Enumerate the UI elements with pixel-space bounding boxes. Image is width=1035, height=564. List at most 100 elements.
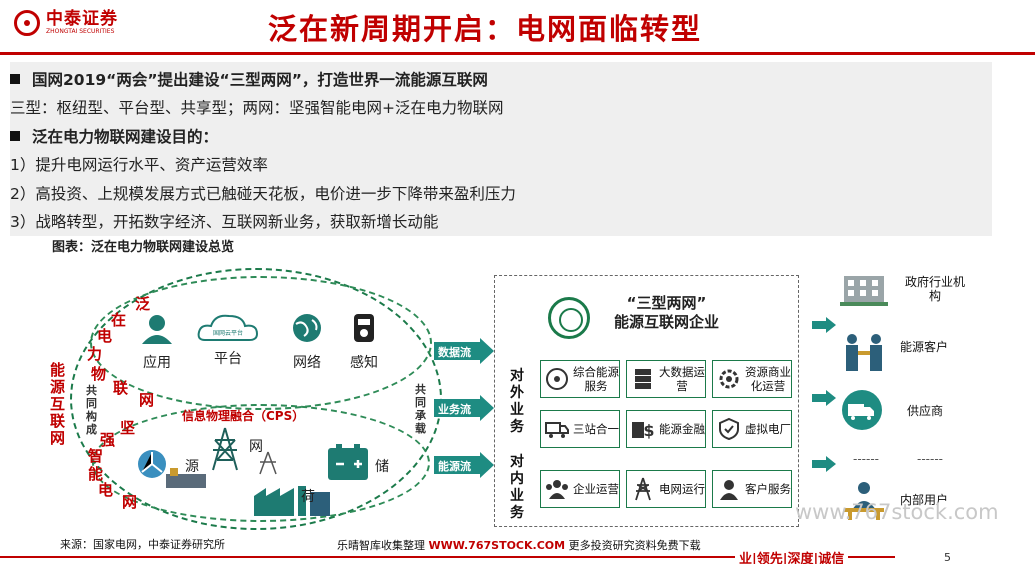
node-sensing: 感知	[342, 312, 386, 372]
customer-energy: 能源客户	[900, 340, 949, 354]
power-source-icon	[138, 450, 206, 488]
iot-char: 联	[113, 379, 129, 397]
carry-label: 共同承载	[415, 383, 426, 435]
server-icon	[635, 369, 651, 389]
user-headset-icon	[142, 315, 172, 344]
transmission-tower-icon	[212, 427, 238, 471]
logo-cn-text: 中泰证券	[46, 9, 118, 29]
cell-customer-service: 客户服务	[712, 470, 792, 508]
factory-icon	[254, 486, 330, 516]
node-label: 感知	[350, 355, 378, 371]
business-flow-arrow	[434, 395, 494, 421]
cell-resource-commercial: 资源商业化运营	[712, 360, 792, 398]
cell-three-station: 三站合一	[540, 410, 620, 448]
customer-internal: 内部用户	[900, 493, 949, 507]
delivery-truck-icon	[842, 390, 882, 430]
small-tower-icon	[259, 451, 277, 475]
energy-flow-label: 能源流	[438, 460, 471, 473]
summary-line-2: 三型：枢纽型、平台型、共享型；两网：坚强智能电网+泛在电力物联网	[10, 99, 504, 117]
svg-text:$: $	[643, 421, 654, 440]
output-arrow-icon	[812, 317, 836, 333]
company-logo: 中泰证券 ZHONGTAI SECURITIES	[14, 10, 118, 36]
iot-label: 泛 在 电 力 物 联 网	[87, 295, 225, 416]
iot-char: 电	[97, 327, 113, 345]
summary-line-3: 泛在电力物联网建设目的：	[10, 125, 218, 147]
square-bullet-icon	[10, 131, 20, 141]
handshake-icon	[846, 334, 882, 371]
node-storage-label: 储	[375, 459, 389, 475]
download-banner[interactable]: 乐晴智库收集整理 WWW.767STOCK.COM 更多投资研究资料免费下载	[333, 537, 705, 553]
customer-ellipsis-2: ------	[917, 452, 943, 466]
node-platform: 国网云平台 平台	[195, 312, 261, 368]
node-network: 网络	[285, 312, 329, 372]
battery-icon	[328, 444, 368, 480]
grid-char: 强	[100, 431, 116, 449]
gear-icon	[719, 369, 739, 389]
energy-flow-arrow	[434, 452, 494, 478]
data-flow-arrow	[434, 338, 494, 364]
dollar-icon: $	[632, 421, 655, 440]
office-worker-icon	[844, 482, 884, 520]
node-source-label: 源	[185, 459, 199, 475]
grid-char: 坚	[120, 419, 136, 437]
footer-divider	[0, 556, 895, 558]
slide-title: 泛在新周期开启：电网面临转型	[268, 12, 703, 46]
grid-char: 智	[88, 447, 104, 465]
formed-label: 共同构成	[86, 384, 97, 436]
cell-virtual-plant: 虚拟电厂	[712, 410, 792, 448]
page-number: 5	[944, 551, 951, 564]
grid-char: 电	[98, 481, 114, 499]
platform-cloud-text: 国网云平台	[213, 329, 243, 337]
cloud-icon: 国网云平台	[197, 314, 259, 341]
customer-service-icon	[720, 480, 738, 500]
enterprise-title: “三型两网” 能源互联网企业	[614, 294, 720, 331]
node-grid-label: 网	[249, 439, 263, 455]
enterprise-box	[494, 275, 799, 527]
grid-char: 能	[88, 465, 104, 483]
watermark: www.767stock.com	[795, 500, 999, 524]
figure-title: 图表：泛在电力物联网建设总览	[52, 240, 235, 255]
iot-char: 在	[111, 311, 127, 329]
output-arrow-icon	[812, 390, 836, 406]
cell-grid-operation: 电网运行	[626, 470, 706, 508]
energy-internet-label: 能源互联网	[50, 361, 66, 447]
summary-panel	[10, 62, 992, 236]
energy-cycle-icon	[546, 368, 568, 390]
data-flow-label: 数据流	[438, 346, 471, 359]
smart-grid-label: 坚 强 智 能 电 网	[88, 419, 150, 511]
cps-label: 信息物理融合（CPS）	[182, 409, 305, 423]
summary-line-4: 1）提升电网运行水平、资产运营效率	[10, 156, 268, 174]
square-bullet-icon	[10, 74, 20, 84]
logo-icon	[14, 10, 40, 36]
footer-slogan: 业|领先|深度|诚信	[735, 548, 849, 564]
title-divider	[0, 52, 1035, 55]
customer-supplier: 供应商	[906, 404, 943, 418]
power-tower-icon	[635, 477, 651, 501]
customer-ellipsis: ------	[853, 452, 879, 466]
cell-big-data: 大数据运营	[626, 360, 706, 398]
meter-icon	[354, 314, 374, 342]
globe-icon	[293, 314, 321, 342]
logo-en-text: ZHONGTAI SECURITIES	[46, 28, 115, 35]
team-icon	[546, 480, 568, 499]
shield-icon	[719, 417, 739, 441]
iot-char: 网	[139, 391, 155, 409]
source-note: 来源：国家电网，中泰证券研究所	[60, 538, 225, 551]
government-building-icon	[840, 276, 888, 306]
internal-business-label: 对内业务	[510, 454, 524, 521]
node-application: 应用	[135, 312, 179, 372]
node-label: 应用	[143, 355, 171, 371]
grid-char: 网	[122, 493, 138, 511]
cell-energy-finance: $ 能源金融	[626, 410, 706, 448]
state-grid-logo-icon	[548, 297, 590, 339]
node-load-label: 荷	[301, 489, 315, 505]
iot-char: 泛	[135, 295, 151, 313]
external-business-label: 对外业务	[510, 368, 524, 435]
iot-char: 物	[91, 365, 107, 383]
output-arrow-icon	[812, 456, 836, 472]
node-label: 网络	[293, 355, 321, 371]
node-label: 平台	[214, 351, 242, 367]
customer-government: 政府行业机构	[904, 275, 965, 303]
cell-integrated-energy: 综合能源服务	[540, 360, 620, 398]
smart-grid-ellipse	[92, 404, 430, 522]
